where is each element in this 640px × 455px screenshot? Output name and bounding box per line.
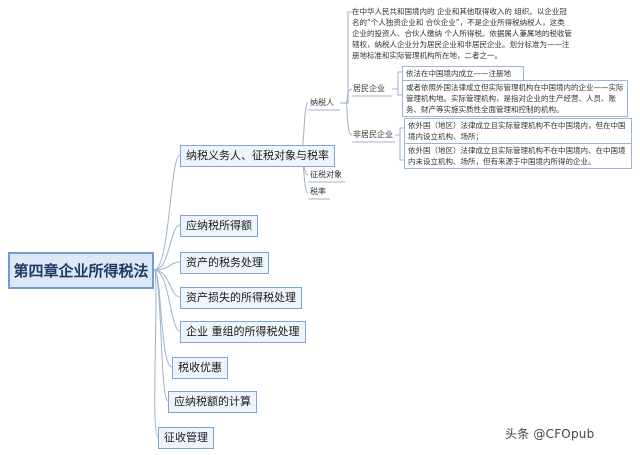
sub-tax-object[interactable]: 征税对象	[310, 170, 342, 179]
branch-asset-loss[interactable]: 资产损失的所得税处理	[180, 287, 302, 309]
resident-item: 依法在中国境内成立——注册地	[402, 66, 524, 81]
resident-item: 或者依照外国法律成立但实际管理机构在中国境内的企业——实际管理机构地。实际管理机…	[402, 80, 628, 117]
branch-collection-management[interactable]: 征收管理	[158, 427, 214, 449]
branch-asset-tax-treatment[interactable]: 资产的税务处理	[180, 252, 269, 274]
branch-reorganization[interactable]: 企业 重组的所得税处理	[180, 321, 306, 343]
branch-tax-incentives[interactable]: 税收优惠	[172, 357, 228, 379]
branch-tax-computation[interactable]: 应纳税额的计算	[168, 391, 257, 413]
watermark: 头条 @CFOpub	[505, 427, 595, 441]
sub-tax-rate[interactable]: 税率	[310, 187, 326, 196]
resident-enterprise[interactable]: 居民企业	[353, 84, 385, 93]
root-topic[interactable]: 第四章企业所得税法	[8, 252, 154, 289]
nonresident-item: 依外国（地区）法律成立且实际管理机构不在中国境内，但在中国境内设立机构、场所；	[404, 118, 632, 144]
branch-taxable-income[interactable]: 应纳税所得额	[180, 215, 258, 237]
nonresident-enterprise[interactable]: 非居民企业	[353, 130, 393, 139]
branch-taxpayer-object-rate[interactable]: 纳税义务人、征税对象与税率	[180, 145, 335, 167]
sub-taxpayer[interactable]: 纳税人	[310, 98, 334, 107]
taxpayer-note: 在中华人民共和国境内的 企业和其他取得收入的 组织。以企业冠名的“个人独资企业和…	[352, 7, 572, 60]
nonresident-item: 依外国（地区）法律成立且实际管理机构不在中国境内、在中国境内未设立机构、场所，但…	[404, 143, 632, 169]
